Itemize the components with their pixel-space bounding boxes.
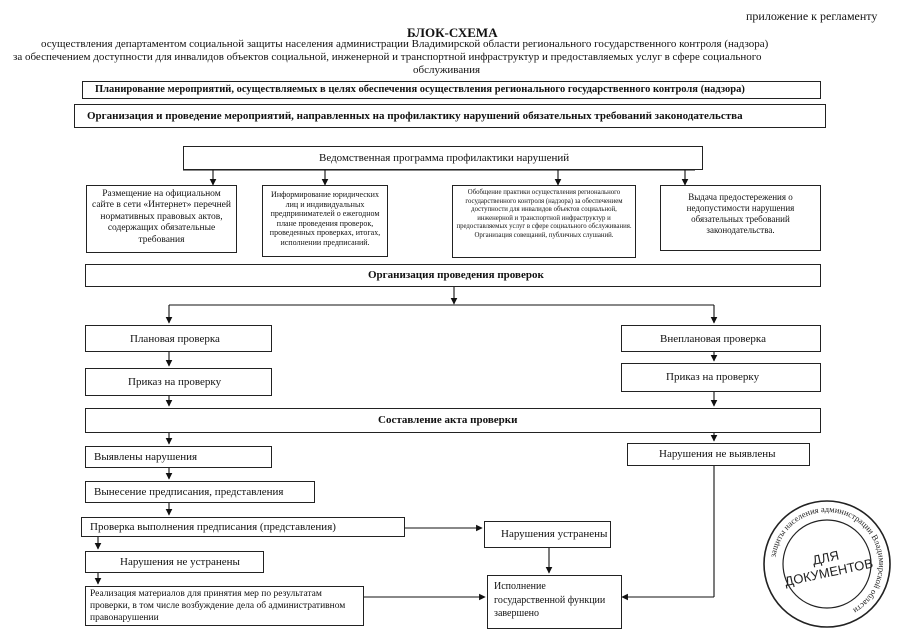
function-completed-box: Исполнение государственной функции завер…: [487, 575, 622, 629]
subtitle-line: осуществления департаментом социальной з…: [41, 38, 769, 50]
prescription-label: Вынесение предписания, представления: [94, 486, 284, 498]
verify-prescription-label: Проверка выполнения предписания (предста…: [90, 521, 336, 533]
order-left-box: Приказ на проверку: [85, 368, 272, 396]
prevention-box: Организация и проведение мероприятий, на…: [74, 104, 826, 128]
violations-fixed-box: Нарушения устранены: [484, 521, 611, 548]
warning-box: Выдача предостережения о недопустимости …: [660, 185, 821, 251]
verify-prescription-box: Проверка выполнения предписания (предста…: [81, 517, 405, 537]
violations-fixed-label: Нарушения устранены: [501, 528, 608, 540]
order-right-label: Приказ на проверку: [666, 371, 760, 383]
placement-box: Размещение на официальном сайте в сети «…: [86, 185, 237, 253]
inspection-act-label: Составление акта проверки: [378, 414, 518, 426]
prevention-program-label: Ведомственная программа профилактики нар…: [319, 152, 570, 164]
organization-checks-box: Организация проведения проверок: [85, 264, 821, 287]
prescription-box: Вынесение предписания, представления: [85, 481, 315, 503]
planned-check-box: Плановая проверка: [85, 325, 272, 352]
document-stamp: защиты населения администрации Владимирс…: [763, 500, 891, 628]
violations-not-fixed-box: Нарушения не устранены: [85, 551, 264, 573]
realization-box: Реализация материалов для принятия мер п…: [85, 586, 364, 626]
violations-not-found-box: Нарушения не выявлены: [627, 443, 810, 466]
appendix-note: приложение к регламенту: [746, 9, 878, 23]
order-right-box: Приказ на проверку: [621, 363, 821, 392]
subtitle-line: за обеспечением доступности для инвалидо…: [13, 51, 762, 63]
subtitle-line: обслуживания: [413, 64, 481, 76]
violations-found-label: Выявлены нарушения: [94, 451, 198, 463]
organization-checks-label: Организация проведения проверок: [368, 269, 544, 281]
unplanned-check-label: Внеплановая проверка: [660, 333, 766, 345]
order-left-label: Приказ на проверку: [128, 376, 222, 388]
violations-found-box: Выявлены нарушения: [85, 446, 272, 468]
stamp-center-text: ДЛЯДОКУМЕНТОВ: [780, 541, 874, 589]
violations-not-found-label: Нарушения не выявлены: [659, 448, 776, 460]
prevention-program-box: Ведомственная программа профилактики нар…: [183, 146, 703, 170]
violations-not-fixed-label: Нарушения не устранены: [120, 556, 240, 568]
planning-box: Планирование мероприятий, осуществляемых…: [82, 81, 821, 99]
planned-check-label: Плановая проверка: [130, 333, 220, 345]
page-title: БЛОК-СХЕМА: [407, 25, 498, 40]
prevention-label: Организация и проведение мероприятий, на…: [87, 110, 743, 122]
inspection-act-box: Составление акта проверки: [85, 408, 821, 433]
unplanned-check-box: Внеплановая проверка: [621, 325, 821, 352]
planning-label: Планирование мероприятий, осуществляемых…: [95, 84, 745, 95]
generalization-box: Обобщение практики осуществления региона…: [452, 185, 636, 258]
informing-box: Информирование юридических лиц и индивид…: [262, 185, 388, 257]
